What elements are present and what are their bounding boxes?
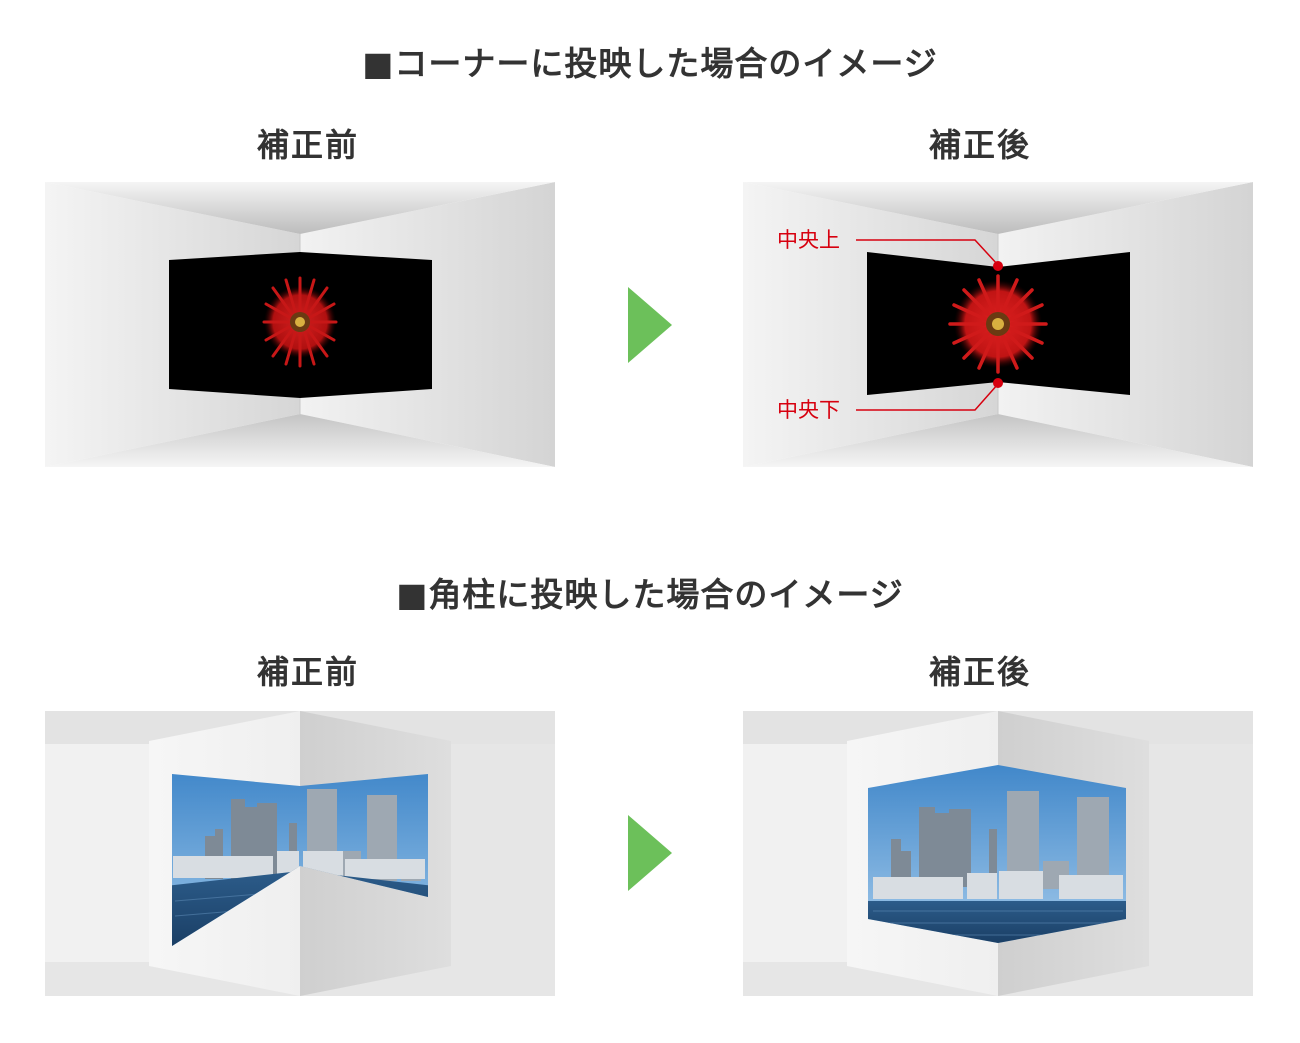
arrow-right-icon [628, 815, 672, 891]
section-title-corner: ■コーナーに投映した場合のイメージ [362, 44, 938, 83]
prism-after-image [743, 711, 1253, 996]
callout-center-bottom: 中央下 [777, 398, 840, 422]
prism-before-image [45, 711, 555, 996]
arrow-right-icon [628, 287, 672, 363]
after-label-prism: 補正後 [928, 653, 1031, 691]
corner-before-image [45, 182, 555, 467]
before-label-prism: 補正前 [256, 653, 359, 691]
after-label-corner: 補正後 [928, 126, 1031, 164]
corner-after-image [743, 182, 1253, 467]
callout-center-top: 中央上 [777, 228, 840, 252]
section-title-prism: ■角柱に投映した場合のイメージ [396, 575, 904, 614]
before-label-corner: 補正前 [256, 126, 359, 164]
